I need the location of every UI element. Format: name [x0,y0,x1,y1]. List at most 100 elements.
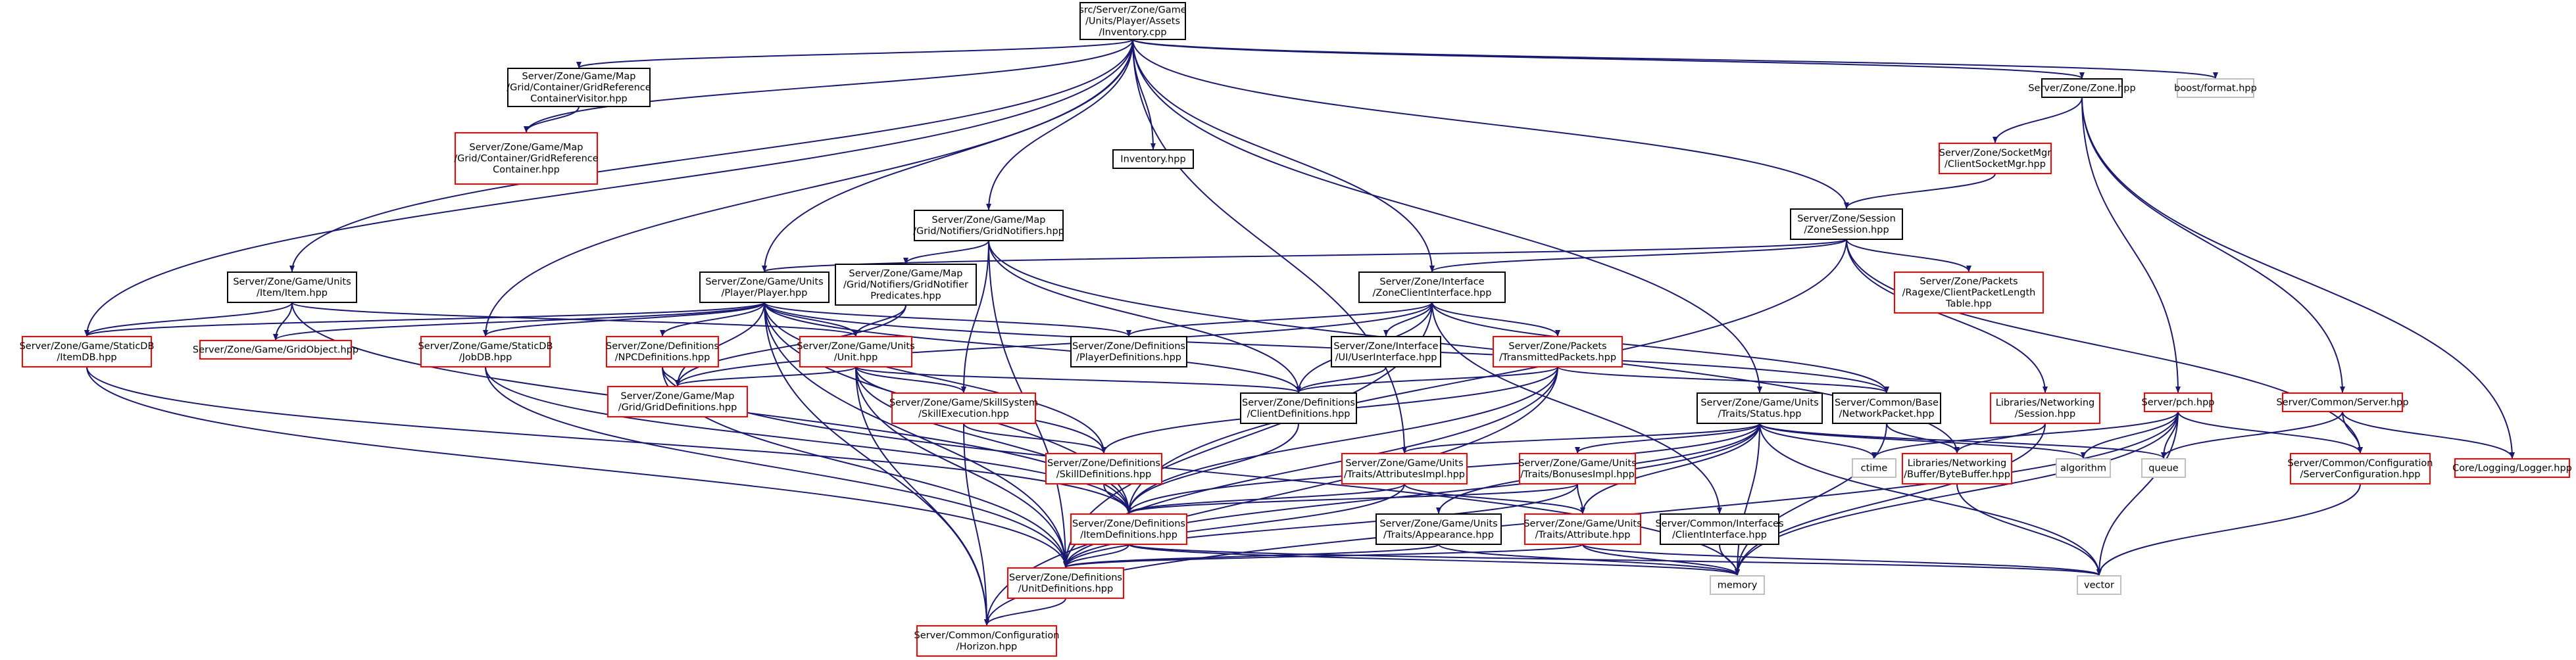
node-label-horizon-line-0: Server/Common/Configuration [914,630,1060,641]
node-label-zonesession-line-0: Server/Zone/Session [1797,214,1896,224]
edge-attrimpl-to-unitdefs [1063,483,1405,568]
node-griddefs[interactable]: Server/Zone/Game/Map/Grid/GridDefinition… [607,386,748,417]
node-label-netsession-line-1: /Session.hpp [2015,409,2075,419]
node-box-griddefs [607,386,748,417]
node-box-playerdefs [1070,336,1187,367]
edge-playerhpp-to-itemdb [84,302,765,337]
edge-statushpp-to-ctime [1759,423,1877,459]
node-label-ragexe-line-2: Table.hpp [1945,299,1992,310]
edge-playerhpp-to-npcdefs [660,302,765,337]
node-itemhpp[interactable]: Server/Zone/Game/Units/Item/Item.hpp [227,271,357,303]
edge-root-to-zonesession [1132,39,1849,209]
node-box-clientdefs [1240,392,1357,424]
node-playerhpp[interactable]: Server/Zone/Game/Units/Player/Player.hpp [699,271,830,303]
node-label-griddefs-line-0: Server/Zone/Game/Map [621,391,735,402]
node-netpacket[interactable]: Server/Common/Base/NetworkPacket.hpp [1832,392,1941,424]
node-box-vector [2077,575,2121,595]
edge-root-to-gridrefcontainer [524,39,1133,133]
edge-commonserver-to-queue [2161,411,2343,459]
node-gridrefcontainer[interactable]: Server/Zone/Game/Map/Grid/Container/Grid… [454,132,599,185]
node-box-itemdb [22,336,152,367]
node-gridnotifierpred[interactable]: Server/Zone/Game/Map/Grid/Notifiers/Grid… [835,264,977,306]
node-box-zoneclientiface [1358,271,1506,303]
node-box-root [1079,2,1186,40]
node-box-skillexec [891,392,1036,424]
node-netsession[interactable]: Libraries/Networking/Session.hpp [1990,392,2100,424]
node-appearance[interactable]: Server/Zone/Game/Units/Traits/Appearance… [1375,513,1502,545]
node-label-jobdb-line-0: Server/Zone/Game/StaticDB [418,341,553,352]
node-inventory[interactable]: Inventory.hpp [1112,149,1194,169]
node-itemdefs[interactable]: Server/Zone/Definitions/ItemDefinitions.… [1070,513,1187,545]
node-bonusimpl[interactable]: Server/Zone/Game/Units/Traits/BonusesImp… [1518,453,1637,484]
node-logger[interactable]: Core/Logging/Logger.hpp [2452,458,2572,478]
node-playerdefs[interactable]: Server/Zone/Definitions/PlayerDefinition… [1070,336,1187,367]
node-commonserver[interactable]: Server/Common/Server.hpp [2276,392,2409,412]
node-gridnotifiers[interactable]: Server/Zone/Game/Map/Grid/Notifiers/Grid… [913,210,1064,241]
edge-itemdb-to-itemdefs [86,366,1131,514]
node-box-bonusimpl [1519,453,1636,484]
node-unithpp[interactable]: Server/Zone/Game/Units/Unit.hpp [797,336,915,367]
node-itemdb[interactable]: Server/Zone/Game/StaticDB/ItemDB.hpp [20,336,155,367]
node-label-zone-line-0: Server/Zone/Zone.hpp [2028,83,2135,94]
node-label-uiuseriface-line-0: Server/Zone/Interface [1333,341,1438,352]
node-label-gridnotifiers-line-0: Server/Zone/Game/Map [932,215,1046,225]
edge-playerhpp-to-jobdb [483,302,765,337]
edge-bonusimpl-to-itemdefs [1126,483,1578,514]
node-serverconfig[interactable]: Server/Common/Configuration/ServerConfig… [2288,453,2433,484]
node-box-uiuseriface [1331,336,1441,367]
node-skilldefs[interactable]: Server/Zone/Definitions/SkillDefinitions… [1045,453,1162,484]
node-label-queue-line-0: queue [2148,463,2179,474]
node-zone[interactable]: Server/Zone/Zone.hpp [2028,78,2136,98]
node-clientdefs[interactable]: Server/Zone/Definitions/ClientDefinition… [1240,392,1357,424]
node-gridobject[interactable]: Server/Zone/Game/GridObject.hpp [193,340,359,360]
node-clientiface[interactable]: Server/Common/Interfaces/ClientInterface… [1655,513,1784,545]
node-label-itemdefs-line-1: /ItemDefinitions.hpp [1080,530,1177,540]
edge-attrimpl-to-attribute [1404,483,1585,514]
node-memory: memory [1710,575,1765,595]
node-label-ragexe-line-0: Server/Zone/Packets [1920,277,2018,287]
node-box-npcdefs [606,336,719,367]
edge-commonserver-to-serverconfig [2342,411,2363,454]
node-horizon[interactable]: Server/Common/Configuration/Horizon.hpp [914,625,1060,657]
node-skillexec[interactable]: Server/Zone/Game/SkillSystem/SkillExecut… [889,392,1038,424]
node-label-itemdb-line-1: /ItemDB.hpp [57,352,116,363]
node-unitdefs[interactable]: Server/Zone/Definitions/UnitDefinitions.… [1007,567,1124,599]
node-socketmgr[interactable]: Server/Zone/SocketMgr/ClientSocketMgr.hp… [1939,143,2052,174]
edge-zone-to-pch [2081,97,2181,393]
node-gridrefvisitor[interactable]: Server/Zone/Game/Map/Grid/Container/Grid… [507,68,651,107]
node-label-playerhpp-line-0: Server/Zone/Game/Units [705,277,823,287]
node-attrimpl[interactable]: Server/Zone/Game/Units/Traits/Attributes… [1341,453,1468,484]
edge-zoneclientiface-to-transmitted [1431,302,1560,337]
node-bytebuffer[interactable]: Libraries/Networking/Buffer/ByteBuffer.h… [1902,453,2012,484]
node-uiuseriface[interactable]: Server/Zone/Interface/UI/UserInterface.h… [1331,336,1441,367]
edge-layer [84,39,2515,626]
edge-playerhpp-to-clientdefs [764,302,1301,393]
node-box-gridrefcontainer [455,132,598,185]
edge-zonesession-to-zoneclientiface [1429,239,1847,272]
edge-zonesession-to-netsession [1846,239,2048,393]
edge-zoneclientiface-to-clientiface [1431,302,1722,514]
node-box-transmitted [1493,336,1623,367]
node-jobdb[interactable]: Server/Zone/Game/StaticDB/JobDB.hpp [418,336,553,367]
node-algorithm: algorithm [2056,458,2111,478]
edge-attrimpl-to-itemdefs [1126,483,1405,514]
node-box-skilldefs [1045,453,1162,484]
node-npcdefs[interactable]: Server/Zone/Definitions/NPCDefinitions.h… [606,336,719,367]
edge-clientiface-to-memory [1719,544,1740,576]
edge-gridnotifiers-to-skillexec [961,240,989,393]
node-zonesession[interactable]: Server/Zone/Session/ZoneSession.hpp [1790,208,1903,240]
node-root[interactable]: src/Server/Zone/Game/Units/Player/Assets… [1079,2,1187,40]
node-transmitted[interactable]: Server/Zone/Packets/TransmittedPackets.h… [1493,336,1623,367]
node-box-statushpp [1697,392,1823,424]
edge-pch-to-vector [2096,411,2179,576]
node-pch[interactable]: Server/pch.hpp [2141,392,2215,412]
node-box-gridnotifiers [914,210,1064,241]
node-box-clientiface [1660,513,1779,545]
node-ragexe[interactable]: Server/Zone/Packets/Ragexe/ClientPacketL… [1894,271,2044,314]
node-zoneclientiface[interactable]: Server/Zone/Interface/ZoneClientInterfac… [1358,271,1506,303]
node-box-pch [2144,392,2212,412]
node-attribute[interactable]: Server/Zone/Game/Units/Traits/Attribute.… [1523,513,1642,545]
node-statushpp[interactable]: Server/Zone/Game/Units/Traits/Status.hpp [1697,392,1823,424]
node-box-appearance [1375,513,1502,545]
